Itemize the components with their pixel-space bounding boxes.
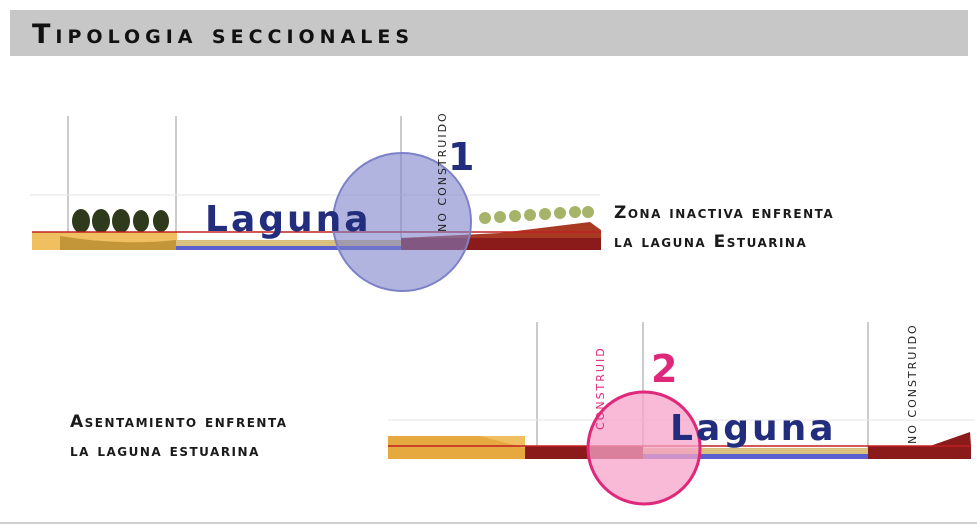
- vertical-label-2-right: NO CONSTRUIDO: [906, 323, 919, 444]
- page-title: Tipologia seccionales: [32, 19, 415, 50]
- caption-1-line-2: la laguna Estuarina: [614, 232, 808, 252]
- caption-2-line-1: Asentamiento enfrenta: [70, 412, 288, 432]
- bed-mid: [176, 240, 401, 249]
- trees-left: [72, 209, 169, 233]
- water-strip-2: [643, 454, 868, 459]
- slope-right: [401, 222, 601, 238]
- section-number-1: 1: [448, 135, 474, 179]
- highlight-circle-1: [332, 152, 472, 292]
- title-bar: Tipologia seccionales: [10, 10, 968, 56]
- caption-2-line-2: la laguna estuarina: [70, 441, 260, 461]
- earth-left: [60, 236, 176, 250]
- bottom-divider: [0, 522, 977, 524]
- laguna-label-2: Laguna: [670, 408, 837, 449]
- section-2: Laguna 2 CONSTRUID NO CONSTRUIDO: [388, 322, 975, 506]
- section-1: Laguna 1 NO CONSTRUIDO: [30, 111, 601, 292]
- caption-1-line-1: Zona inactiva enfrenta: [614, 203, 835, 223]
- slope-right-2: [930, 432, 971, 446]
- highlight-circle-2: [586, 390, 702, 506]
- earth-right-2: [868, 446, 971, 459]
- caption-section-2: Asentamiento enfrenta la laguna estuarin…: [70, 408, 288, 466]
- water-strip-1: [176, 246, 401, 250]
- vertical-label-2-left: CONSTRUID: [594, 346, 607, 430]
- section-number-2: 2: [651, 347, 677, 391]
- bed-mid-2: [643, 448, 868, 455]
- palms-right: [479, 206, 594, 224]
- slope-left-2: [388, 436, 525, 459]
- laguna-label-1: Laguna: [205, 199, 372, 240]
- caption-section-1: Zona inactiva enfrenta la laguna Estuari…: [614, 199, 834, 257]
- vertical-label-1: NO CONSTRUIDO: [436, 111, 449, 232]
